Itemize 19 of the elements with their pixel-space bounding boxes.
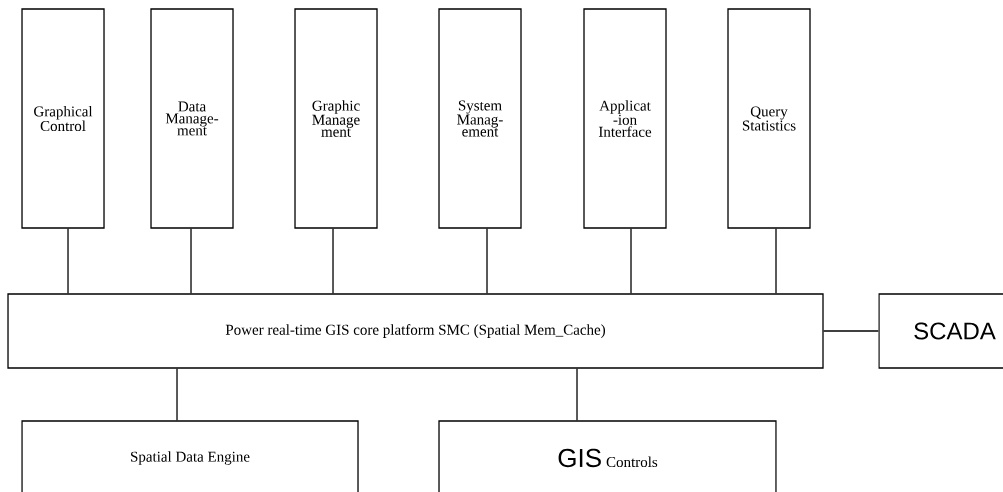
- connector-line: [176, 368, 178, 421]
- connector-line: [823, 330, 879, 332]
- connector-line: [67, 228, 69, 294]
- module-box: Query Statistics: [727, 8, 811, 229]
- connector-line: [332, 228, 334, 294]
- module-box: Graphical Control: [21, 8, 105, 229]
- platform-box: Power real-time GIS core platform SMC (Spatial Mem_Cache): [7, 293, 824, 369]
- module-box: Applicat -ion Interface: [583, 8, 667, 229]
- connector-line: [486, 228, 488, 294]
- module-box: Graphic Manage ment: [294, 8, 378, 229]
- connector-line: [630, 228, 632, 294]
- connector-line: [775, 228, 777, 294]
- connector-line: [190, 228, 192, 294]
- module-box: Data Manage- ment: [150, 8, 234, 229]
- engine-box: GIS Controls: [438, 420, 777, 492]
- system-box: SCADA: [878, 293, 1003, 369]
- connector-line: [576, 368, 578, 421]
- engine-box: Spatial Data Engine: [21, 420, 359, 492]
- module-box: System Manag- ement: [438, 8, 522, 229]
